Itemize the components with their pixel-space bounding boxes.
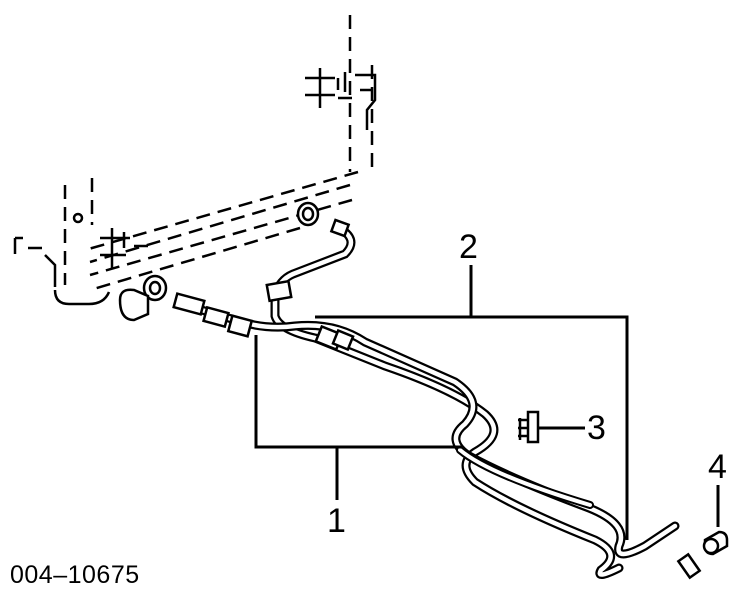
- hose-fittings: [172, 218, 702, 580]
- clip-part: [518, 410, 540, 444]
- callout-leaders: [254, 265, 720, 540]
- callout-3: 3: [587, 409, 606, 447]
- cooler-lines: [180, 227, 680, 579]
- callout-2: 2: [459, 228, 478, 266]
- diagram-part-code: 004–10675: [10, 561, 140, 589]
- cap-part: [702, 530, 729, 556]
- callout-4: 4: [708, 448, 727, 486]
- callout-1: 1: [327, 502, 346, 540]
- radiator-fins: [13, 68, 377, 306]
- radiator-fittings: [72, 201, 320, 322]
